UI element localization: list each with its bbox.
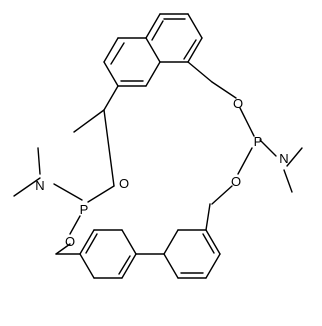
bond bbox=[187, 37, 203, 63]
bond bbox=[110, 42, 125, 65]
bond bbox=[103, 37, 119, 63]
bond bbox=[87, 185, 115, 203]
atom-p-left: P bbox=[80, 202, 89, 217]
atom-n-right: N bbox=[279, 151, 288, 166]
bond bbox=[55, 243, 71, 255]
bond bbox=[205, 229, 221, 255]
bond bbox=[37, 147, 41, 175]
bond bbox=[79, 229, 95, 255]
bond bbox=[145, 37, 161, 63]
bond bbox=[237, 147, 253, 175]
bond bbox=[211, 81, 237, 99]
bond bbox=[151, 20, 164, 41]
bond bbox=[103, 109, 115, 187]
phosphite-linkages bbox=[13, 81, 303, 255]
bond bbox=[205, 203, 211, 231]
upper-naphthalene bbox=[103, 13, 213, 111]
bond bbox=[183, 39, 197, 60]
bond bbox=[121, 253, 137, 279]
atom-n-left: N bbox=[35, 178, 44, 193]
bond bbox=[73, 109, 105, 133]
bond bbox=[187, 13, 203, 39]
atom-labels: O P N O O N P O bbox=[35, 96, 288, 249]
bond bbox=[211, 185, 233, 205]
bond bbox=[103, 85, 119, 111]
bond bbox=[145, 61, 161, 87]
atom-o-top-left: O bbox=[119, 176, 129, 191]
bond bbox=[163, 253, 179, 279]
atom-o-top-right: O bbox=[233, 96, 243, 111]
bond bbox=[163, 229, 179, 255]
bond bbox=[283, 169, 293, 193]
bond bbox=[145, 13, 161, 39]
bond bbox=[103, 61, 119, 87]
bond bbox=[286, 147, 303, 167]
bond bbox=[79, 253, 95, 279]
bond bbox=[202, 233, 215, 254]
bond bbox=[118, 255, 131, 275]
bond bbox=[53, 183, 83, 201]
lower-naphthalene bbox=[55, 203, 221, 279]
bond bbox=[69, 215, 81, 235]
bond bbox=[239, 107, 255, 137]
bond bbox=[121, 229, 137, 255]
bond bbox=[187, 61, 213, 83]
bond bbox=[205, 253, 221, 279]
atom-o-bottom-left: O bbox=[65, 234, 75, 249]
bond bbox=[259, 139, 277, 157]
atom-o-mid-right: O bbox=[231, 174, 241, 189]
bond bbox=[13, 177, 41, 197]
bond bbox=[85, 233, 98, 254]
atom-p-right: P bbox=[254, 134, 263, 149]
